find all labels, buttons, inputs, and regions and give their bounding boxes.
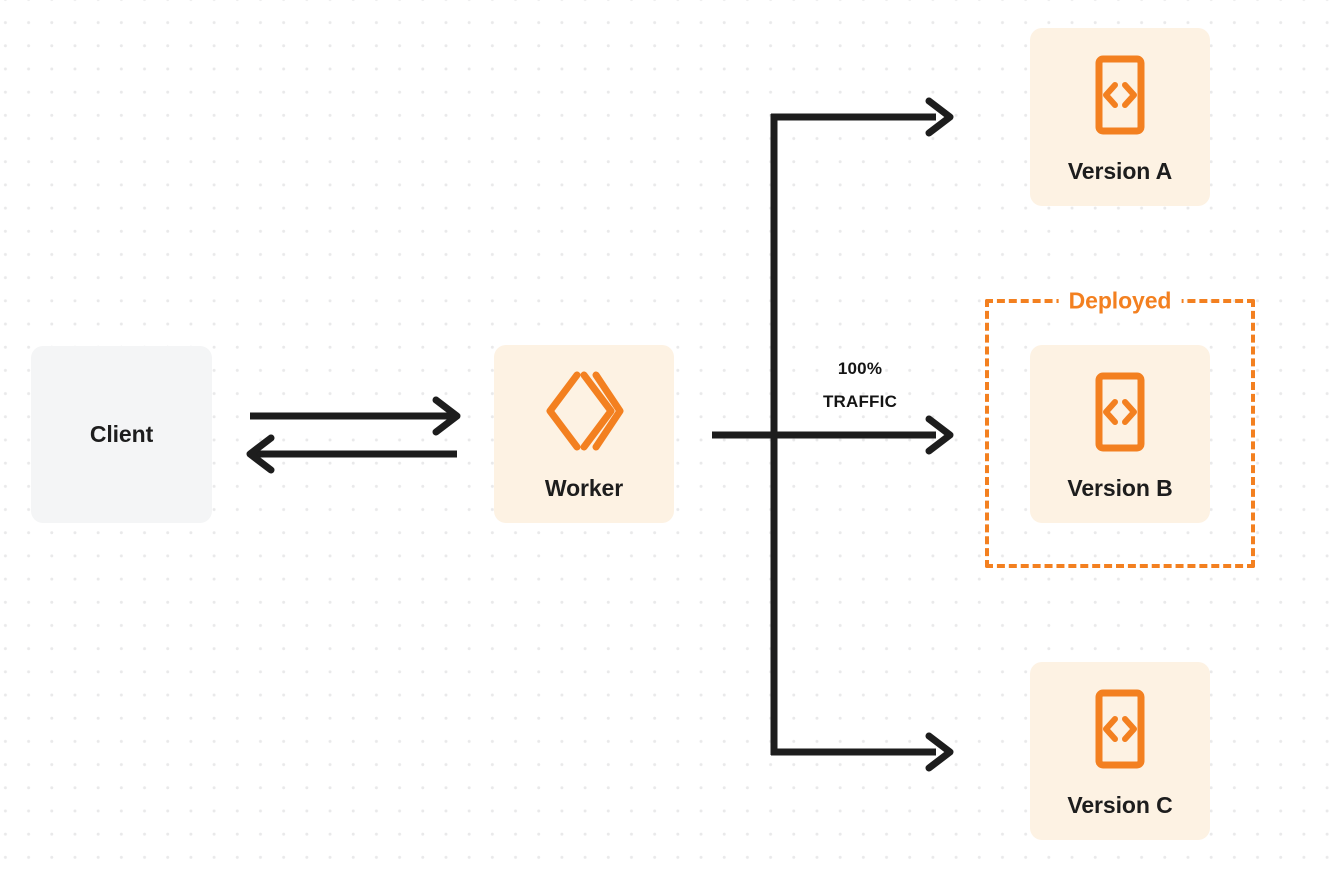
arrow-client-to-worker <box>250 396 461 436</box>
arrow-worker-to-version-c <box>771 732 954 772</box>
arrow-worker-to-version-a <box>771 97 954 137</box>
node-client[interactable]: Client <box>31 346 212 523</box>
node-worker[interactable]: Worker <box>494 345 674 523</box>
traffic-percent: 100% <box>837 359 883 378</box>
worker-label: Worker <box>544 475 624 501</box>
deployed-group-boundary: Deployed <box>985 289 1255 568</box>
arrow-worker-to-client <box>246 434 457 474</box>
code-file-icon <box>1095 689 1145 774</box>
version-a-label: Version A <box>1067 158 1173 184</box>
client-label: Client <box>89 421 154 447</box>
deployed-group-label: Deployed <box>1058 289 1182 313</box>
node-version-a[interactable]: Version A <box>1030 28 1210 206</box>
code-file-icon <box>1095 372 1145 457</box>
cloudflare-workers-logo-icon <box>544 370 624 457</box>
traffic-caption: TRAFFIC <box>822 392 898 412</box>
version-b-label: Version B <box>1067 475 1173 501</box>
node-version-c[interactable]: Version C <box>1030 662 1210 840</box>
version-c-label: Version C <box>1067 792 1173 818</box>
code-file-icon <box>1095 55 1145 140</box>
arrow-worker-to-version-b <box>712 415 954 455</box>
traffic-label: 100% TRAFFIC <box>805 352 915 418</box>
node-version-b[interactable]: Version B <box>1030 345 1210 523</box>
